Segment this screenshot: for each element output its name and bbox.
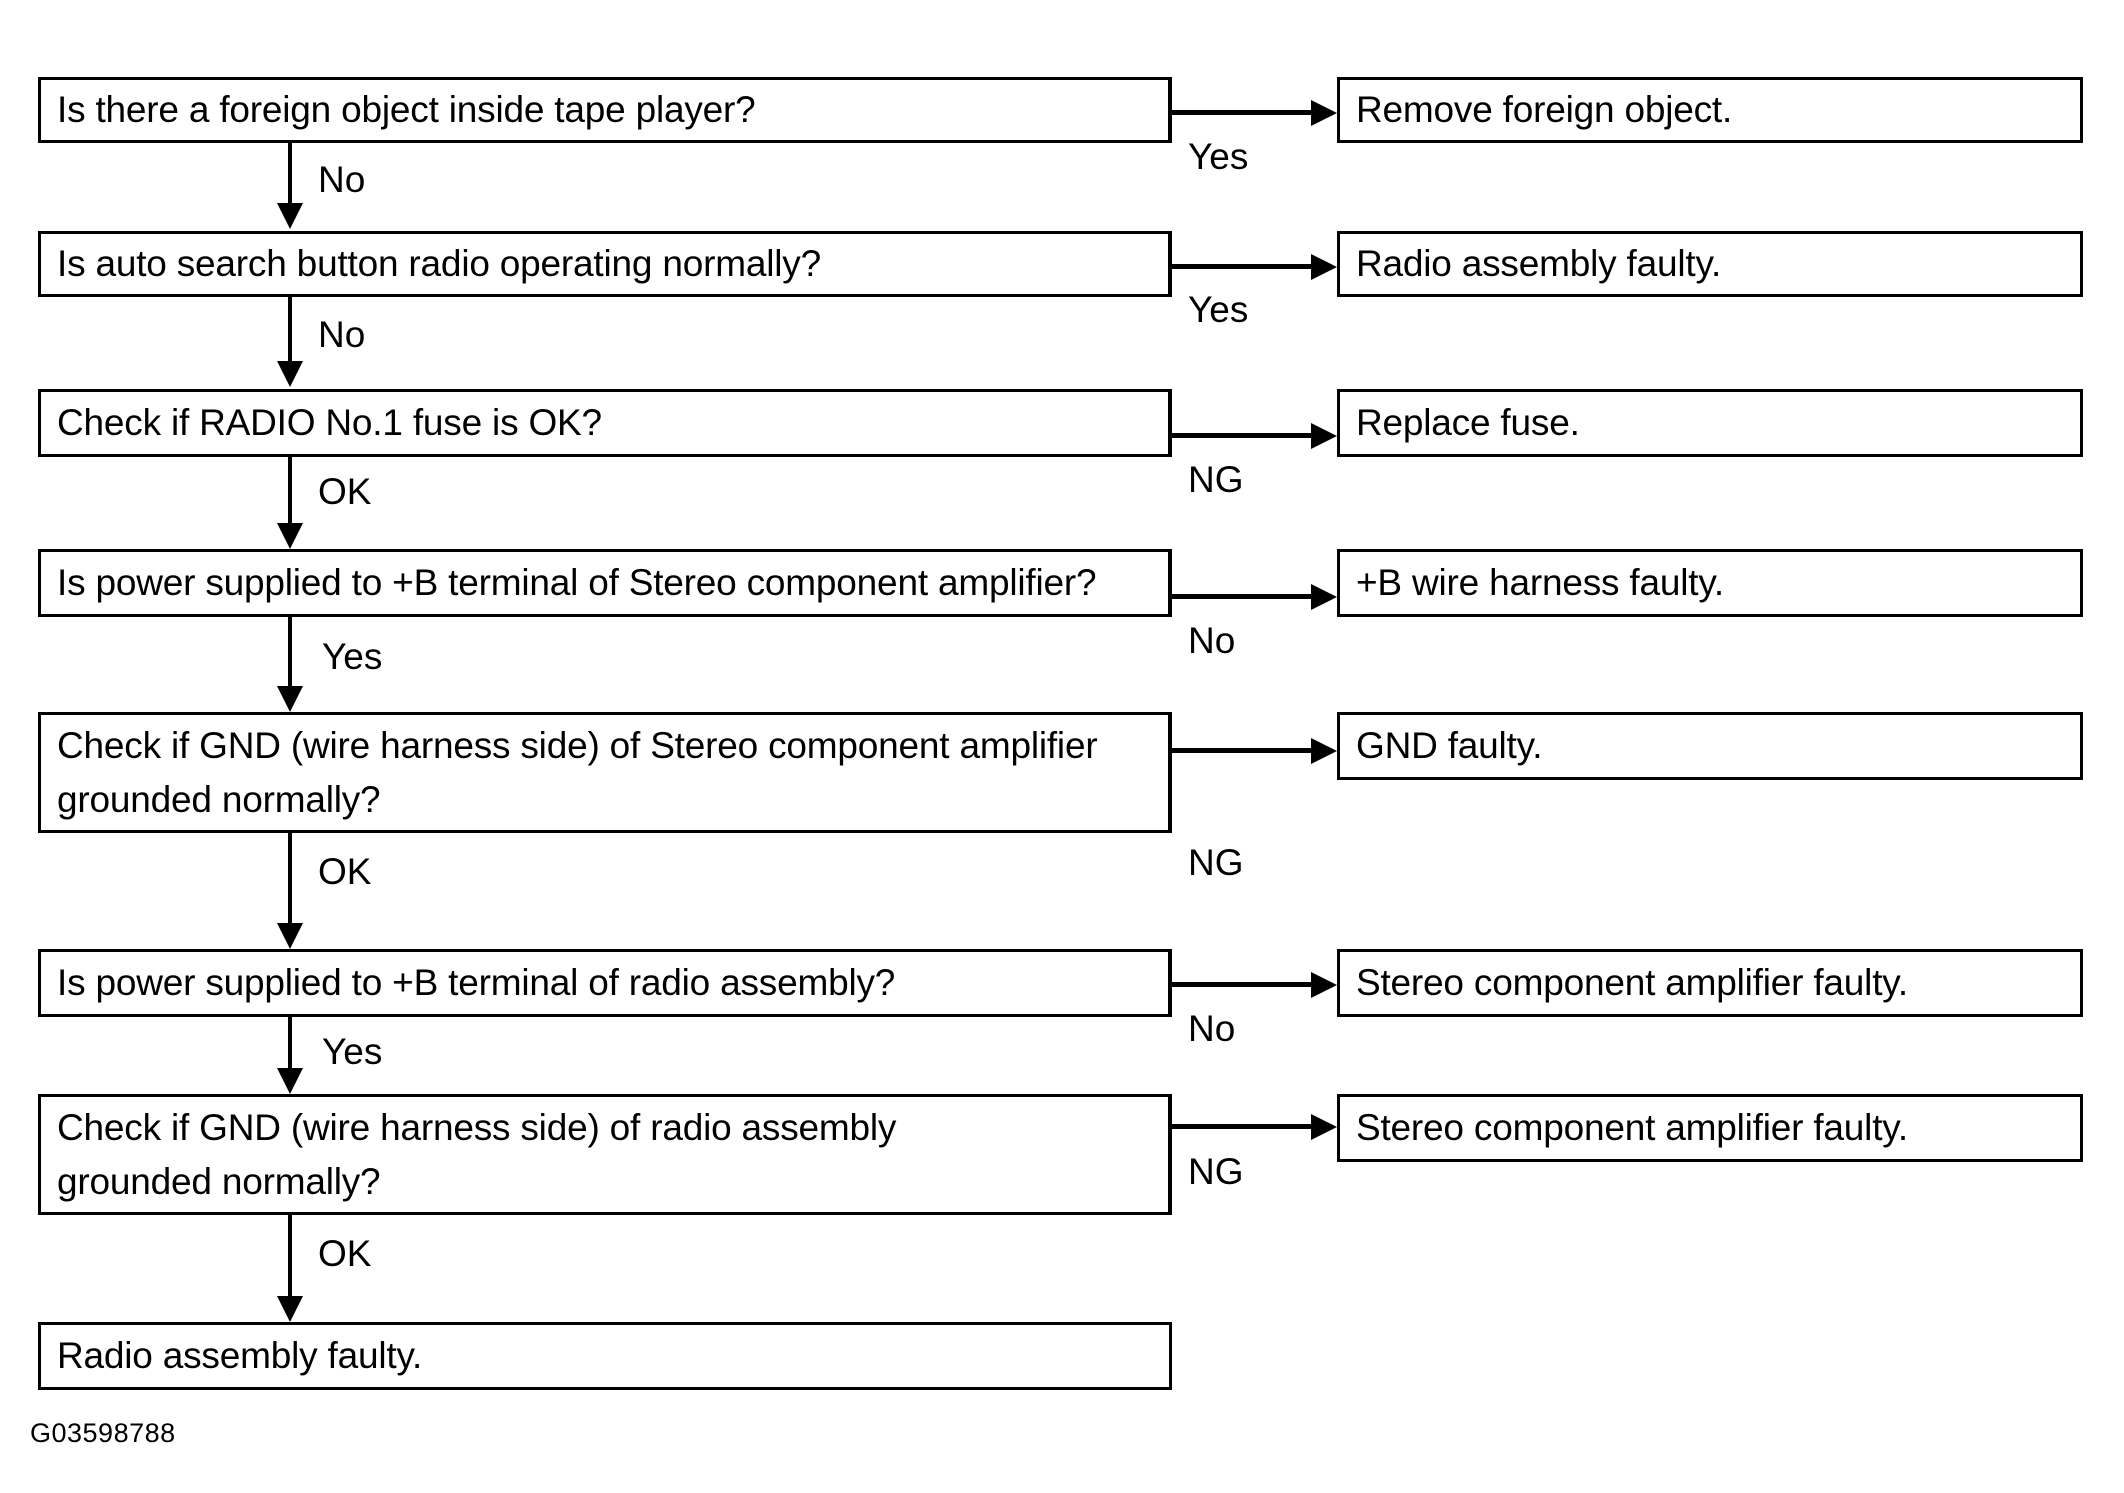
result-node-remove-foreign-object: Remove foreign object. (1337, 77, 2083, 143)
node-text: Is there a foreign object inside tape pl… (57, 89, 756, 130)
connector-stub-6 (1168, 949, 1172, 1017)
figure-reference-code: G03598788 (30, 1418, 176, 1448)
connector-stub-3 (1168, 389, 1172, 457)
result-node-stereo-amplifier-faulty-2: Stereo component amplifier faulty. (1337, 1094, 2083, 1162)
node-text: Stereo component amplifier faulty. (1356, 962, 1908, 1003)
connector-horizontal-4 (1172, 594, 1313, 599)
decision-node-gnd-radio: Check if GND (wire harness side) of radi… (38, 1094, 1172, 1215)
edge-label-right-5: NG (1188, 842, 1244, 883)
connector-vertical-6 (288, 1017, 292, 1070)
node-text-line-1: Check if GND (wire harness side) of Ster… (57, 724, 1098, 766)
node-text: Is auto search button radio operating no… (57, 243, 821, 284)
edge-label-down-2: No (318, 314, 366, 355)
connector-horizontal-7 (1172, 1124, 1313, 1129)
decision-node-auto-search: Is auto search button radio operating no… (38, 231, 1172, 297)
edge-label-down-7: OK (318, 1233, 372, 1274)
connector-vertical-3 (288, 457, 292, 525)
connector-vertical-4 (288, 617, 292, 688)
node-text: Stereo component amplifier faulty. (1356, 1107, 1908, 1148)
arrowhead-down-4 (277, 686, 303, 712)
arrowhead-down-5 (277, 923, 303, 949)
decision-node-plus-b-amplifier: Is power supplied to +B terminal of Ster… (38, 549, 1172, 617)
result-node-gnd-faulty: GND faulty. (1337, 712, 2083, 780)
connector-horizontal-1 (1172, 110, 1313, 115)
arrowhead-right-3 (1311, 423, 1337, 449)
decision-node-radio-fuse: Check if RADIO No.1 fuse is OK? (38, 389, 1172, 457)
node-text: GND faulty. (1356, 725, 1543, 766)
terminal-node-radio-assembly-faulty: Radio assembly faulty. (38, 1322, 1172, 1390)
arrowhead-down-6 (277, 1068, 303, 1094)
arrowhead-down-1 (277, 203, 303, 229)
decision-node-foreign-object: Is there a foreign object inside tape pl… (38, 77, 1172, 143)
connector-stub-7 (1168, 1094, 1172, 1215)
arrowhead-right-2 (1311, 254, 1337, 280)
node-text-line-2: grounded normally? (57, 1160, 381, 1202)
result-node-stereo-amplifier-faulty-1: Stereo component amplifier faulty. (1337, 949, 2083, 1017)
node-text: Is power supplied to +B terminal of radi… (57, 962, 896, 1003)
connector-horizontal-5 (1172, 748, 1313, 753)
node-text: Replace fuse. (1356, 402, 1580, 443)
arrowhead-down-2 (277, 361, 303, 387)
arrowhead-right-7 (1311, 1114, 1337, 1140)
edge-label-down-3: OK (318, 471, 372, 512)
result-node-radio-assembly-faulty: Radio assembly faulty. (1337, 231, 2083, 297)
edge-label-right-1: Yes (1188, 136, 1249, 177)
connector-horizontal-3 (1172, 433, 1313, 438)
node-text: Radio assembly faulty. (57, 1335, 423, 1376)
connector-stub-1 (1168, 77, 1172, 143)
decision-node-gnd-amplifier: Check if GND (wire harness side) of Ster… (38, 712, 1172, 833)
connector-vertical-7 (288, 1215, 292, 1298)
node-text: Remove foreign object. (1356, 89, 1733, 130)
edge-label-down-6: Yes (322, 1031, 383, 1072)
node-text-line-2: grounded normally? (57, 778, 381, 820)
node-text: Check if RADIO No.1 fuse is OK? (57, 402, 602, 443)
decision-node-plus-b-radio: Is power supplied to +B terminal of radi… (38, 949, 1172, 1017)
edge-label-right-3: NG (1188, 459, 1244, 500)
node-text: Radio assembly faulty. (1356, 243, 1722, 284)
node-text-line-1: Check if GND (wire harness side) of radi… (57, 1106, 897, 1148)
edge-label-right-4: No (1188, 620, 1236, 661)
result-node-plus-b-wire-harness-faulty: +B wire harness faulty. (1337, 549, 2083, 617)
connector-vertical-1 (288, 143, 292, 205)
arrowhead-down-3 (277, 523, 303, 549)
arrowhead-right-4 (1311, 584, 1337, 610)
edge-label-down-5: OK (318, 851, 372, 892)
connector-stub-2 (1168, 231, 1172, 297)
connector-vertical-5 (288, 833, 292, 925)
node-text: Is power supplied to +B terminal of Ster… (57, 562, 1097, 603)
connector-stub-4 (1168, 549, 1172, 617)
edge-label-right-6: No (1188, 1008, 1236, 1049)
connector-vertical-2 (288, 297, 292, 363)
connector-horizontal-6 (1172, 982, 1313, 987)
edge-label-down-4: Yes (322, 636, 383, 677)
connector-stub-5 (1168, 712, 1172, 833)
arrowhead-right-6 (1311, 972, 1337, 998)
arrowhead-right-1 (1311, 100, 1337, 126)
connector-horizontal-2 (1172, 264, 1313, 269)
edge-label-right-7: NG (1188, 1151, 1244, 1192)
result-node-replace-fuse: Replace fuse. (1337, 389, 2083, 457)
node-text: +B wire harness faulty. (1356, 562, 1724, 603)
edge-label-down-1: No (318, 159, 366, 200)
arrowhead-down-7 (277, 1296, 303, 1322)
arrowhead-right-5 (1311, 738, 1337, 764)
edge-label-right-2: Yes (1188, 289, 1249, 330)
